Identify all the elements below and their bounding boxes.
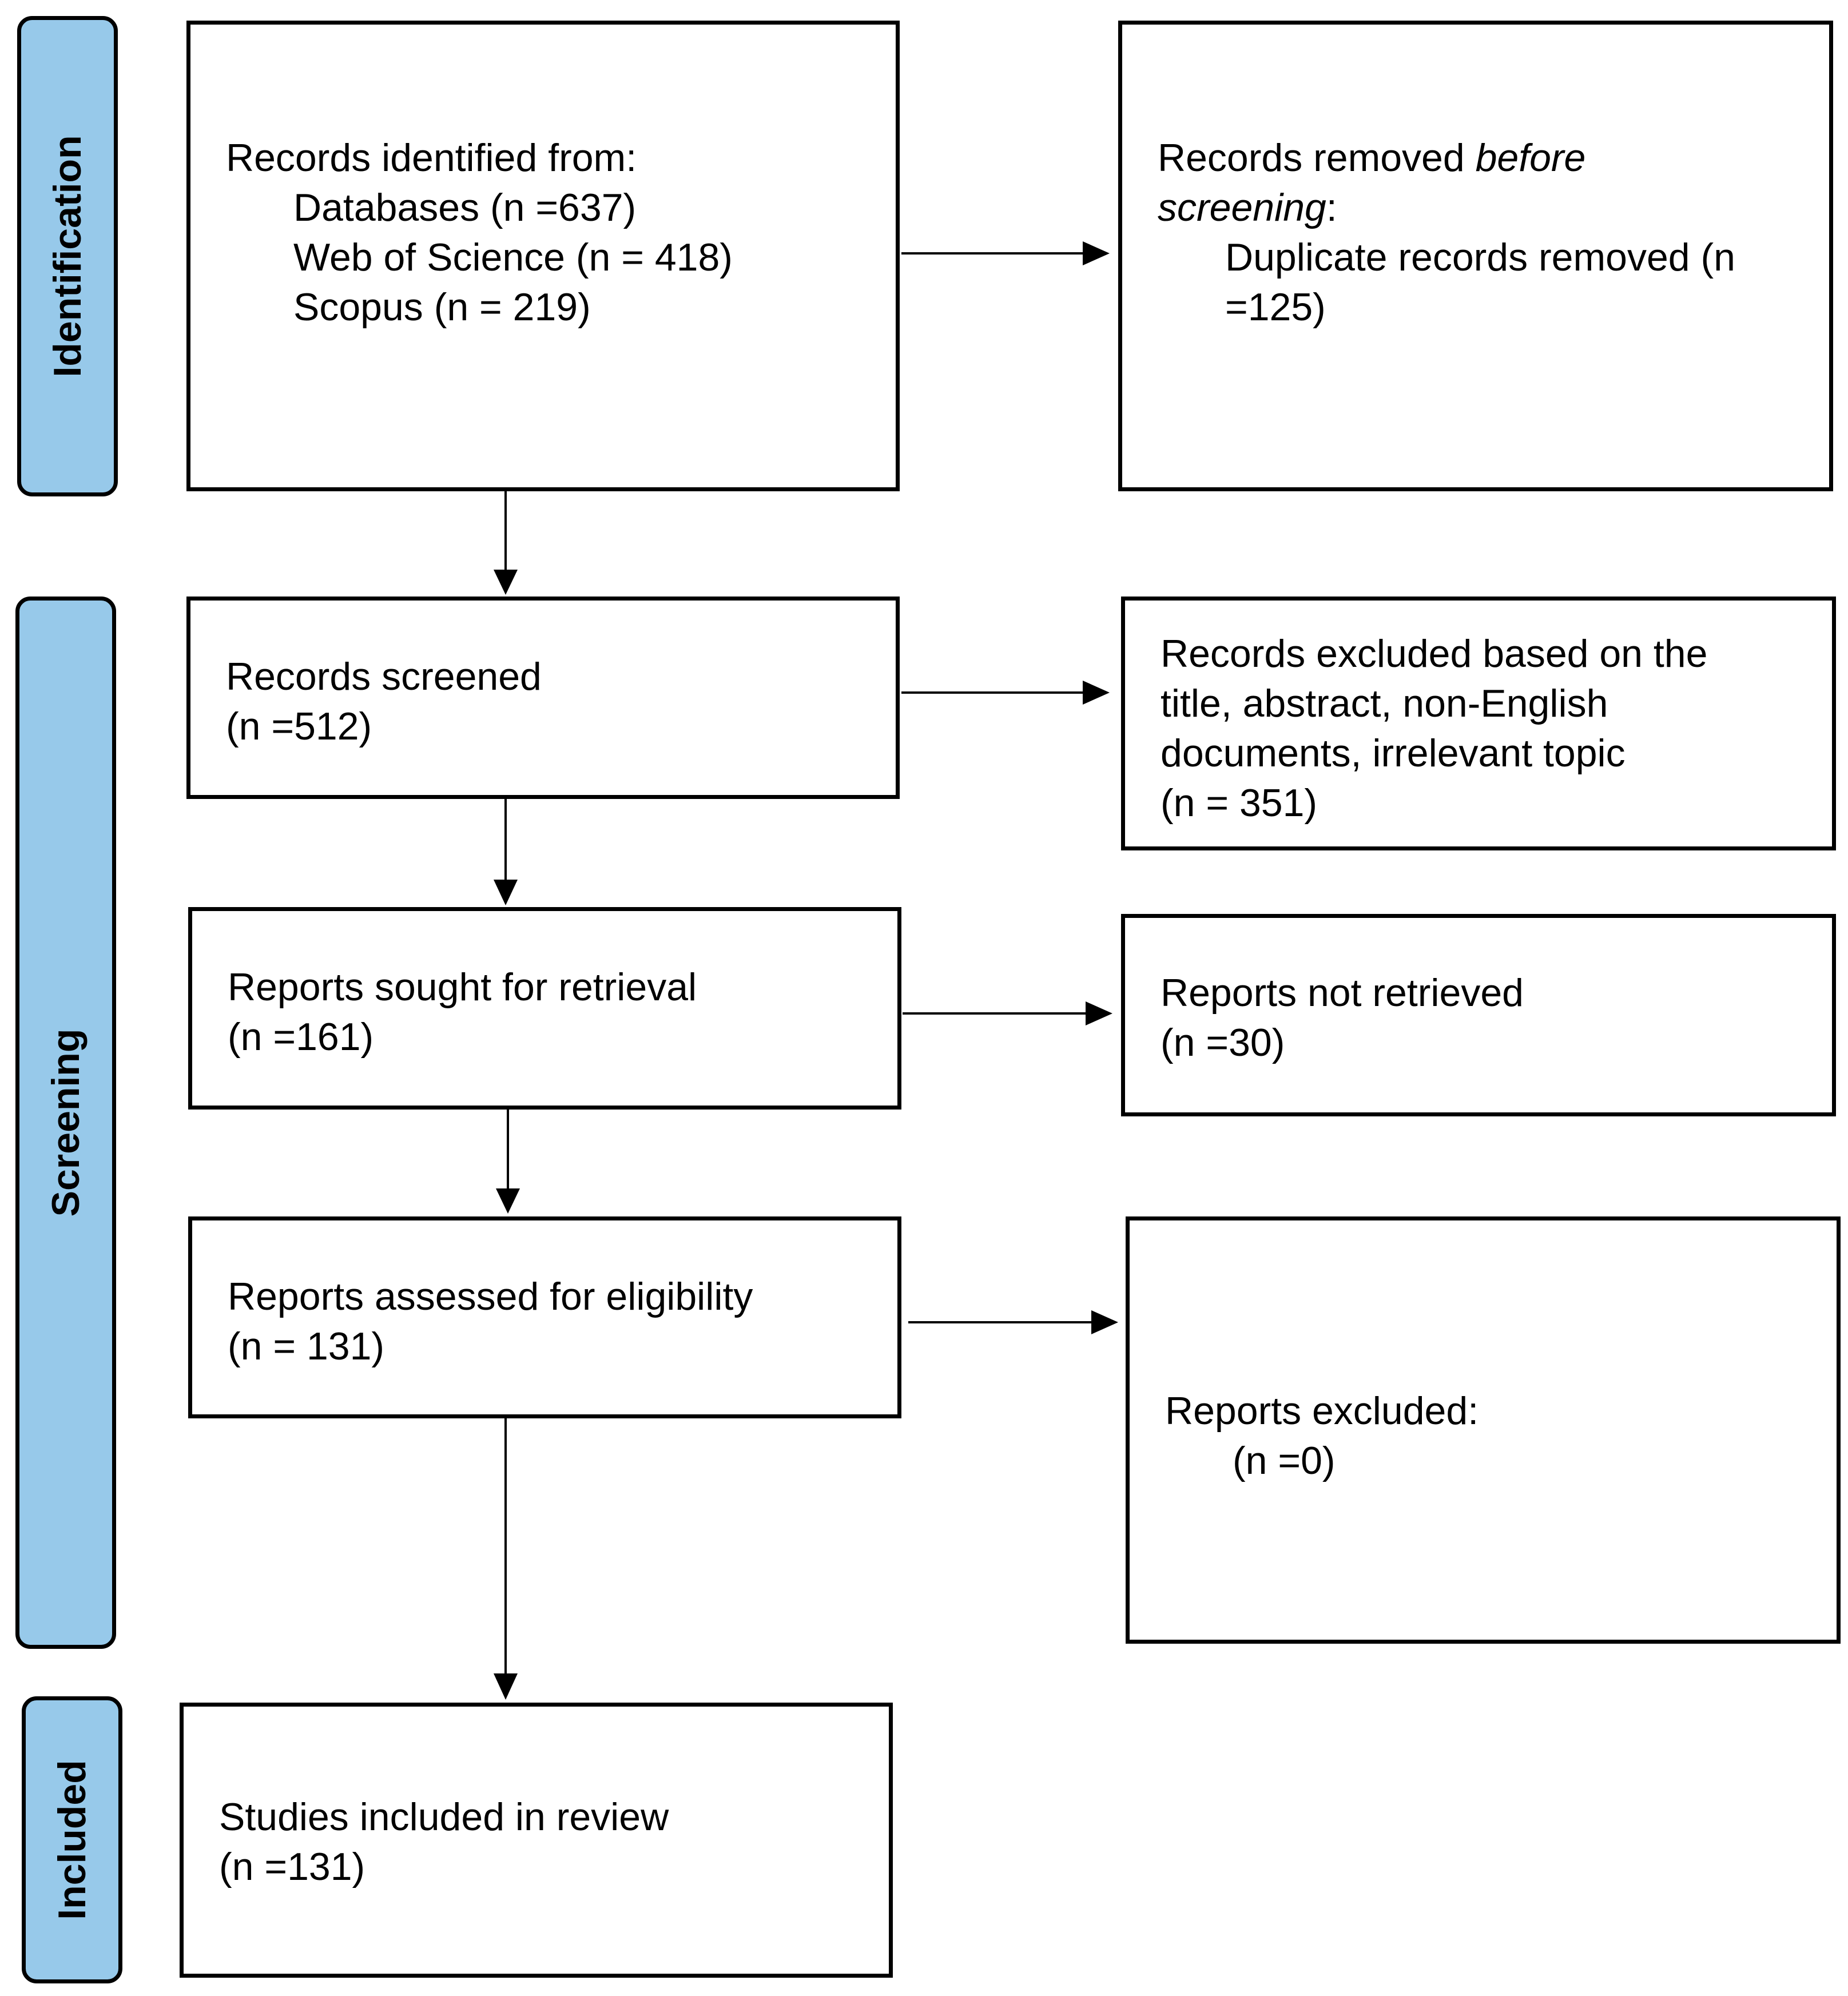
records-screened-label: Records screened xyxy=(226,655,542,698)
phase-identification: Identification xyxy=(17,16,118,496)
records-identified-box: Records identified from: Databases (n =6… xyxy=(186,21,900,491)
reports-not-retrieved-count: (n =30) xyxy=(1161,1021,1285,1064)
records-identified-title: Records identified from: xyxy=(226,136,637,180)
scopus-count: Scopus (n = 219) xyxy=(293,285,591,329)
reports-assessed-box: Reports assessed for eligibility (n = 13… xyxy=(188,1216,901,1418)
duplicates-removed-line-1: Duplicate records removed (n xyxy=(1225,236,1735,279)
records-excluded-line-2: title, abstract, non-English xyxy=(1161,682,1608,725)
studies-included-box: Studies included in review (n =131) xyxy=(180,1703,893,1978)
reports-excluded-label: Reports excluded: xyxy=(1165,1389,1479,1433)
reports-sought-box: Reports sought for retrieval (n =161) xyxy=(188,907,901,1110)
studies-included-label: Studies included in review xyxy=(219,1795,669,1839)
records-excluded-box: Records excluded based on the title, abs… xyxy=(1121,597,1836,850)
records-screened-count: (n =512) xyxy=(226,705,372,748)
databases-count: Databases (n =637) xyxy=(293,186,637,229)
arrow-identified-to-screened xyxy=(494,491,518,595)
arrow-assessed-to-reports-excluded xyxy=(908,1310,1118,1334)
arrow-sought-to-assessed xyxy=(496,1110,520,1214)
phase-screening-label: Screening xyxy=(44,1028,88,1217)
records-removed-title-line-2: screening: xyxy=(1158,183,1829,233)
reports-not-retrieved-box: Reports not retrieved (n =30) xyxy=(1121,914,1836,1116)
reports-sought-label: Reports sought for retrieval xyxy=(228,965,697,1009)
duplicates-removed-line-2: =125) xyxy=(1225,285,1326,329)
records-removed-title-prefix: Records removed xyxy=(1158,136,1476,180)
arrow-identified-to-removed xyxy=(901,241,1110,265)
reports-not-retrieved-label: Reports not retrieved xyxy=(1161,971,1524,1015)
records-screened-box: Records screened (n =512) xyxy=(186,597,900,799)
reports-excluded-count: (n =0) xyxy=(1233,1439,1336,1482)
arrow-sought-to-not-retrieved xyxy=(903,1001,1112,1025)
records-removed-box: Records removed before screening: Duplic… xyxy=(1118,21,1833,491)
reports-assessed-label: Reports assessed for eligibility xyxy=(228,1275,753,1318)
records-removed-title-line-1: Records removed before xyxy=(1158,133,1829,183)
records-excluded-line-3: documents, irrelevant topic xyxy=(1161,731,1626,775)
records-removed-title-italic-2: screening xyxy=(1158,186,1326,229)
reports-sought-count: (n =161) xyxy=(228,1015,374,1059)
phase-identification-label: Identification xyxy=(46,135,89,377)
records-removed-title-suffix: : xyxy=(1326,186,1337,229)
phase-screening: Screening xyxy=(15,597,116,1649)
reports-assessed-count: (n = 131) xyxy=(228,1325,385,1368)
web-of-science-count: Web of Science (n = 418) xyxy=(293,236,733,279)
arrow-screened-to-excluded xyxy=(901,681,1110,705)
records-excluded-line-1: Records excluded based on the xyxy=(1161,632,1708,675)
arrow-screened-to-sought xyxy=(494,799,518,905)
phase-included: Included xyxy=(22,1696,122,1983)
studies-included-count: (n =131) xyxy=(219,1845,365,1888)
arrow-assessed-to-included xyxy=(494,1418,518,1700)
reports-excluded-box: Reports excluded: (n =0) xyxy=(1126,1216,1841,1644)
records-removed-title-italic: before xyxy=(1475,136,1586,180)
phase-included-label: Included xyxy=(50,1760,94,1920)
records-excluded-count: (n = 351) xyxy=(1161,781,1318,825)
